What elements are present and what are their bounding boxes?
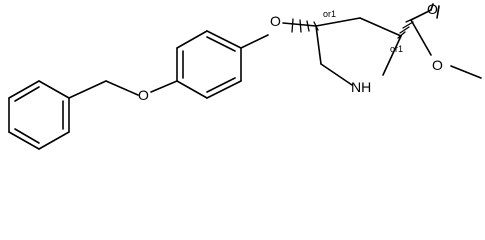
ether-oxygen-left: O bbox=[138, 87, 149, 103]
molecule-diagram: O O NH O O or1 or1 bbox=[8, 1, 482, 150]
hashed-wedge-c2 bbox=[397, 16, 418, 39]
stereo-label-c4: or1 bbox=[323, 9, 336, 19]
ester-oxygen: O bbox=[432, 57, 443, 73]
hashed-wedge-c4 bbox=[291, 18, 319, 33]
ether-bonds bbox=[150, 22, 317, 93]
pyrrolidine-ring bbox=[315, 17, 402, 86]
stereo-label-c2: or1 bbox=[390, 44, 403, 54]
ester-bonds bbox=[410, 3, 482, 79]
phenylene-ring bbox=[176, 30, 242, 99]
ring-nitrogen: NH bbox=[351, 79, 371, 95]
benzyl-ring bbox=[8, 80, 70, 150]
ether-oxygen-right: O bbox=[270, 13, 281, 29]
carbonyl-oxygen: O bbox=[427, 1, 438, 17]
benzyl-ch2-bonds bbox=[68, 80, 139, 99]
